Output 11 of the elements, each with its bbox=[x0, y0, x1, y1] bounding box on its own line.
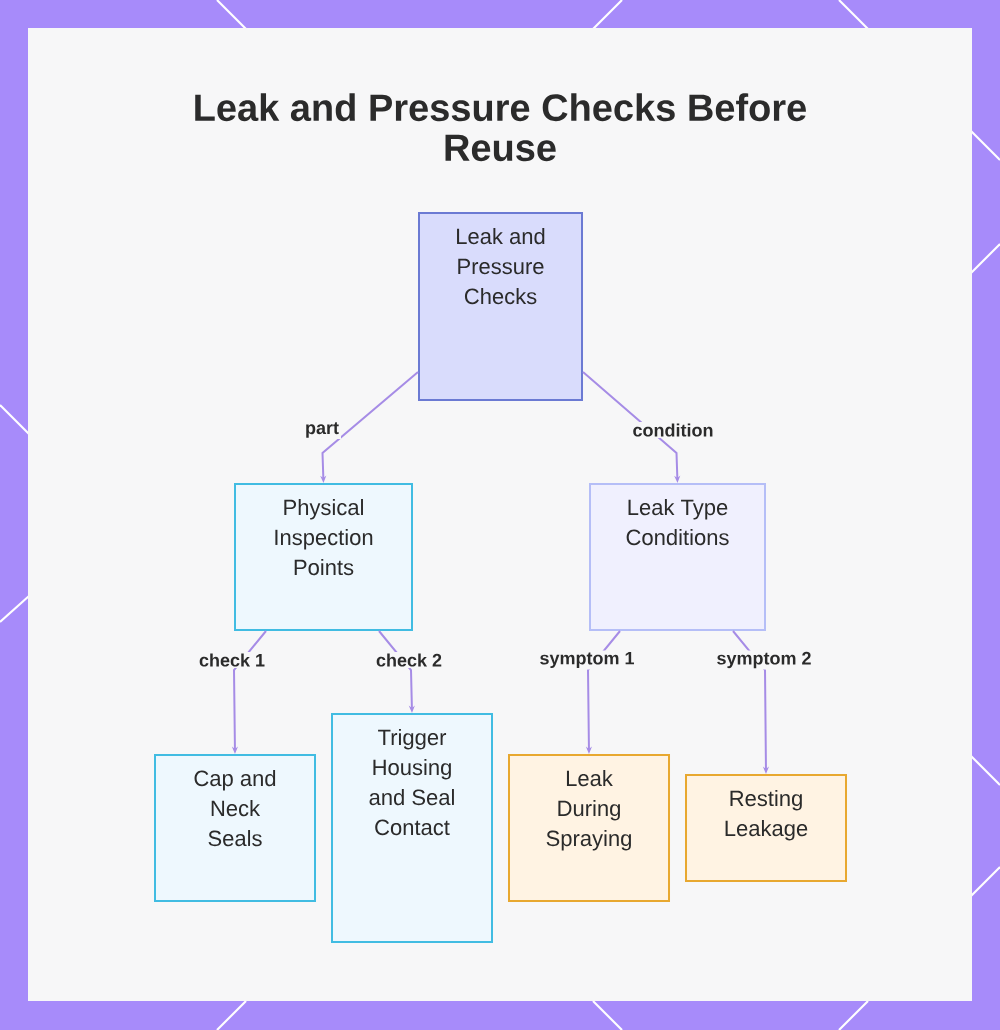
process-box: Leak During Spraying bbox=[508, 754, 670, 902]
title: Leak and Pressure Checks Before Reuse bbox=[195, 93, 806, 162]
process-box: Resting Leakage bbox=[685, 774, 847, 882]
process-box: Leak and Pressure Checks bbox=[418, 212, 583, 401]
process-box: Leak Type Conditions bbox=[589, 483, 766, 631]
edge-label: condition bbox=[630, 422, 716, 438]
edge-label: check 1 bbox=[196, 652, 268, 668]
process-box: Physical Inspection Points bbox=[234, 483, 413, 631]
process-box: Cap and Neck Seals bbox=[154, 754, 316, 902]
edge-label: check 2 bbox=[374, 652, 445, 668]
process-box: Trigger Housing and Seal Contact bbox=[331, 713, 493, 943]
